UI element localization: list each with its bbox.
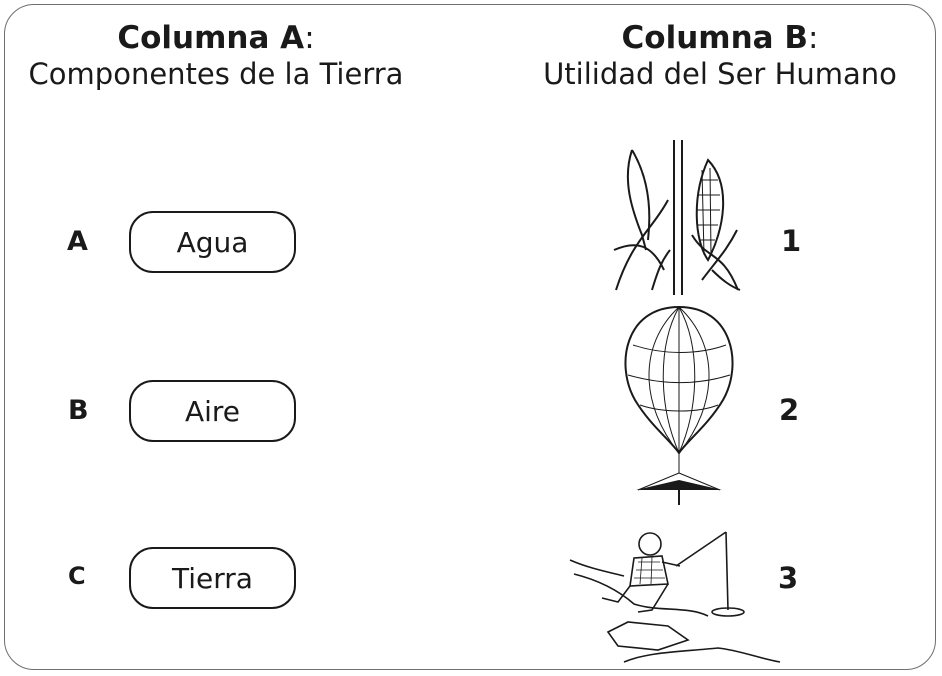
item-number-3: 3: [778, 561, 799, 595]
corn-plants-icon: [613, 140, 741, 295]
column-a-header: Columna A: Componentes de la Tierra: [0, 20, 432, 92]
column-a-subtitle: Componentes de la Tierra: [28, 57, 404, 92]
hot-air-balloon-icon: [624, 305, 734, 505]
column-b-title: Columna B: [621, 20, 808, 56]
column-b-colon: :: [808, 20, 819, 56]
boy-fishing-icon: [569, 531, 781, 663]
row-letter-c: C: [68, 562, 86, 590]
row-letter-a: A: [67, 226, 88, 257]
column-b-subtitle: Utilidad del Ser Humano: [543, 57, 897, 92]
column-a-colon: :: [304, 20, 315, 56]
item-number-2: 2: [779, 393, 800, 427]
answer-box-aire: Aire: [129, 380, 296, 442]
column-b-header: Columna B: Utilidad del Ser Humano: [520, 20, 920, 92]
worksheet-frame: [4, 4, 936, 670]
answer-box-agua: Agua: [129, 211, 296, 273]
item-number-1: 1: [781, 224, 802, 258]
answer-box-tierra: Tierra: [129, 547, 296, 609]
column-a-title: Columna A: [117, 20, 305, 56]
row-letter-b: B: [68, 395, 89, 426]
